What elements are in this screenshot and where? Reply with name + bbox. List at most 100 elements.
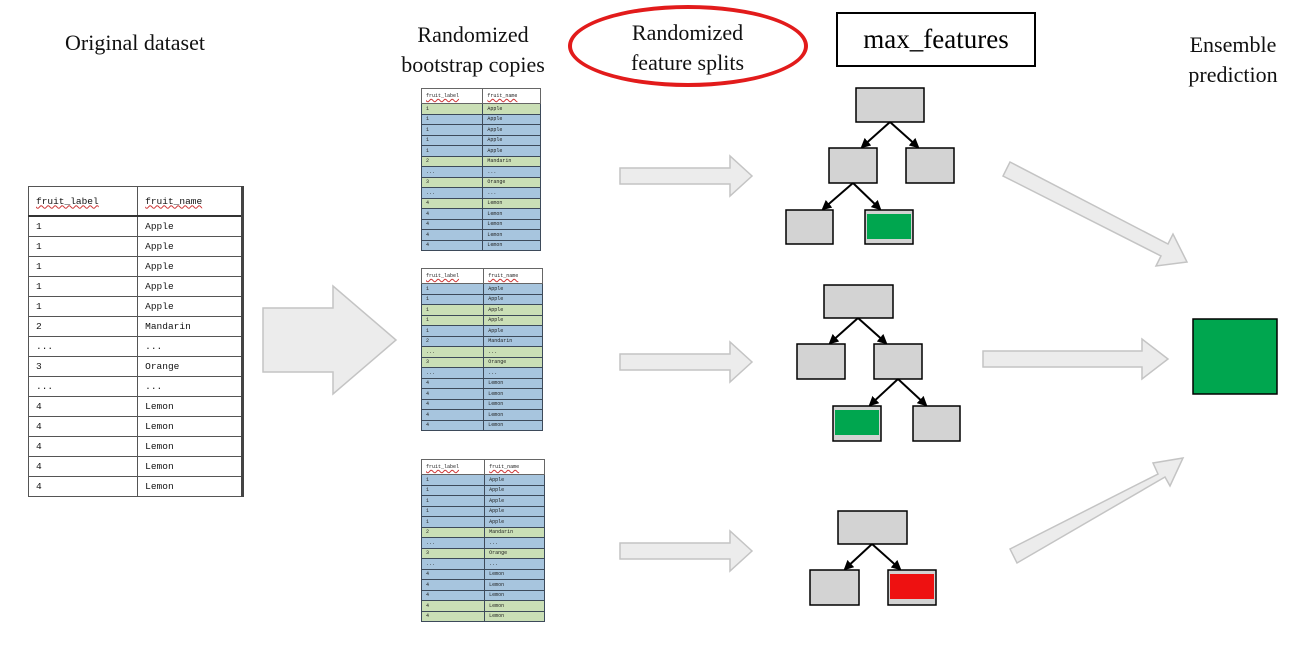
table-header-text: fruit_name [145, 195, 203, 207]
table-cell: ... [420, 187, 484, 199]
tree-node [873, 343, 923, 380]
tree-leaf [912, 405, 961, 442]
tree-node [905, 147, 955, 184]
green-prediction-leaf [835, 410, 879, 435]
tree-edge [860, 121, 891, 149]
table-header-text: fruit_name [489, 464, 520, 470]
table-cell: 2 [420, 155, 484, 167]
table-cell: Lemon [483, 419, 543, 431]
tree-leaf [809, 569, 860, 606]
label-bootstrap-line2: bootstrap copies [401, 52, 545, 77]
table-header-cell: fruit_label [420, 459, 486, 475]
table-header-cell: fruit_name [482, 88, 541, 104]
table-header-row: fruit_label fruit_name [420, 88, 541, 104]
tree-edge [828, 317, 859, 345]
table-cell: 3 [420, 176, 484, 188]
table-row: ...... [420, 166, 541, 178]
table-cell: ... [420, 166, 484, 178]
table-cell: 4 [420, 218, 484, 230]
table-cell: Lemon [482, 208, 541, 220]
table-header-text: fruit_label [426, 464, 460, 470]
table-row: ...... [27, 376, 243, 397]
label-original-dataset: Original dataset [65, 30, 205, 55]
table-cell: Lemon [484, 610, 545, 622]
label-ensemble-line2: prediction [1188, 62, 1278, 87]
tree-leaf [785, 209, 834, 245]
tree-edge [857, 317, 888, 345]
max-features-box: max_features [836, 12, 1036, 67]
table-header-text: fruit_label [36, 195, 99, 207]
table-header-cell: fruit_name [484, 459, 545, 475]
table-cell: Apple [482, 134, 541, 146]
table-cell: 1 [420, 124, 484, 136]
label-bootstrap-copies: Randomized bootstrap copies [383, 20, 563, 80]
red-prediction-leaf [890, 574, 934, 599]
tree-node [837, 510, 908, 545]
table-header-text: fruit_name [487, 93, 518, 99]
table-header-text: fruit_label [426, 93, 460, 99]
ensemble-output-square [1192, 318, 1278, 395]
table-header-cell: fruit_name [137, 186, 243, 217]
arrow-to-tree-3 [619, 529, 754, 573]
decision-tree-3 [809, 510, 937, 606]
table-cell: 4 [420, 197, 484, 209]
label-feature-splits: Randomized feature splits [590, 18, 785, 78]
table-cell: 4 [420, 419, 485, 431]
arrow-to-ensemble-1 [1001, 160, 1189, 267]
table-header-text: fruit_name [488, 273, 519, 279]
table-cell: 1 [420, 134, 484, 146]
table-cell: 4 [420, 229, 484, 241]
table-cell: 4 [420, 239, 484, 251]
tree-node [823, 284, 894, 319]
tree-edge [871, 543, 902, 571]
table-cell: Lemon [137, 476, 243, 497]
table-cell: ... [482, 187, 541, 199]
table-cell: ... [482, 166, 541, 178]
table-cell: 4 [420, 208, 484, 220]
green-prediction-leaf [867, 214, 911, 239]
table-row: ...... [27, 336, 243, 357]
table-cell: Lemon [482, 218, 541, 230]
table-cell: Orange [482, 176, 541, 188]
arrow-to-tree-1 [619, 154, 754, 198]
table-header-cell: fruit_label [420, 268, 485, 284]
label-ensemble-prediction: Ensemble prediction [1168, 30, 1298, 90]
arrow-to-ensemble-2 [982, 337, 1170, 381]
table-cell: Lemon [482, 197, 541, 209]
arrow-to-tree-2 [619, 340, 754, 384]
tree-node [828, 147, 878, 184]
label-feature-line1: Randomized [631, 20, 744, 45]
table-header-cell: fruit_label [27, 186, 139, 217]
tree-edge [843, 543, 873, 571]
table-header-row: fruit_label fruit_name [420, 459, 545, 475]
table-cell: Apple [482, 124, 541, 136]
arrow-to-ensemble-3 [1008, 457, 1185, 565]
label-ensemble-line1: Ensemble [1189, 32, 1277, 57]
table-cell: Lemon [482, 239, 541, 251]
tree-node [855, 87, 925, 123]
decision-tree-2 [796, 284, 961, 442]
tree-edge [868, 378, 899, 407]
